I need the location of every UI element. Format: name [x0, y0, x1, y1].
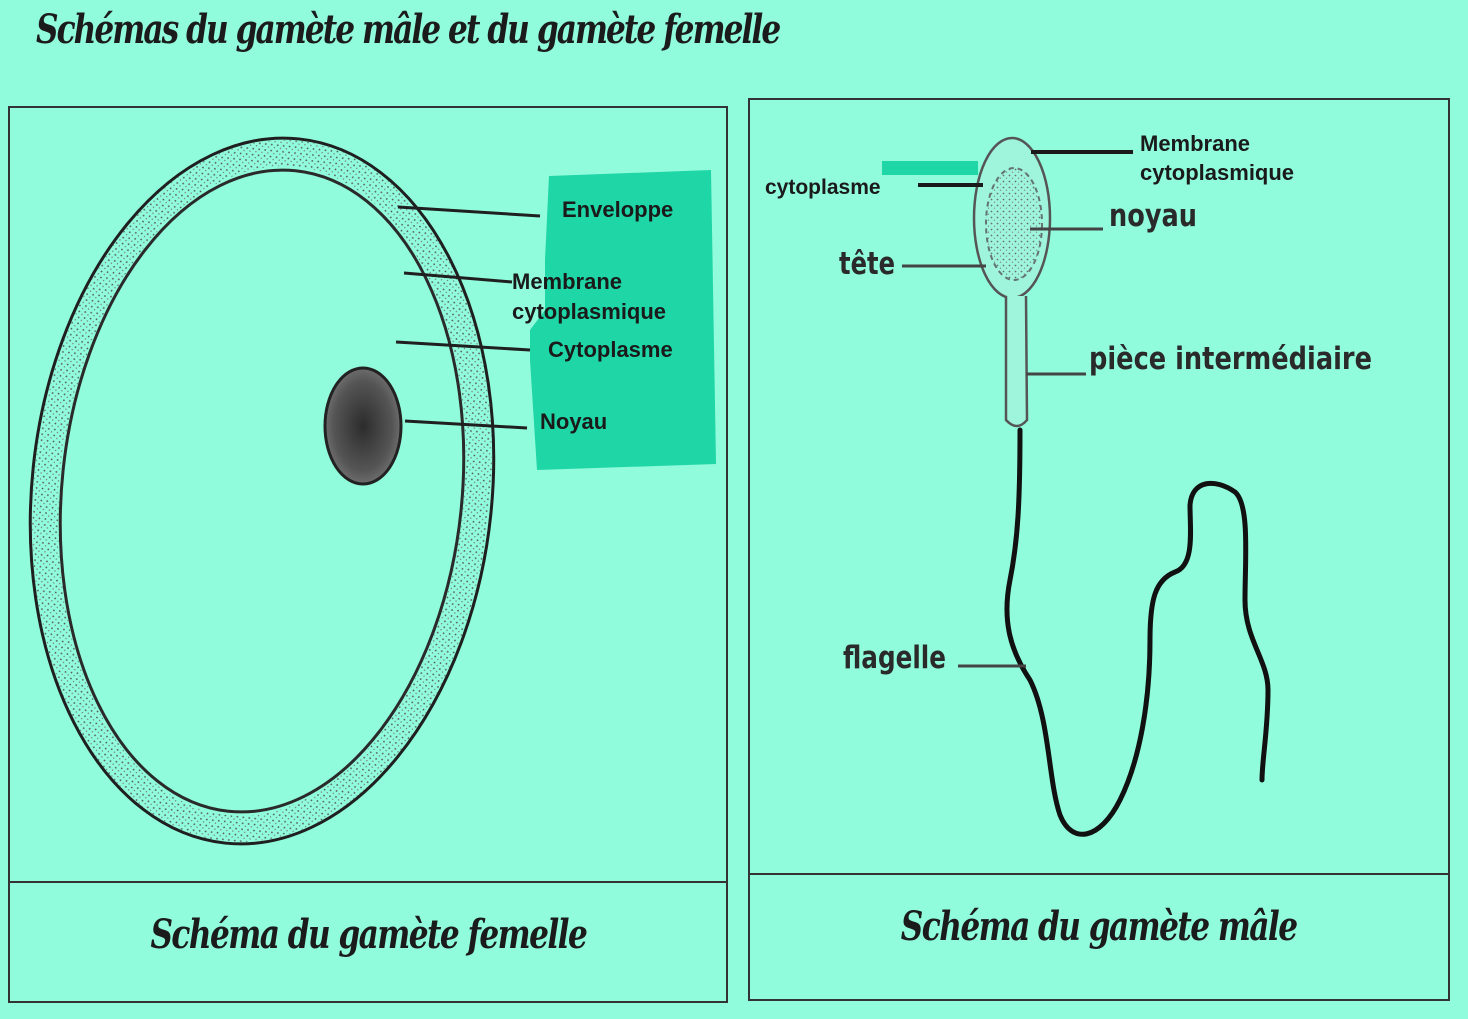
- label-piece-intermediaire: pièce intermédiaire: [1089, 341, 1372, 377]
- label-enveloppe: Enveloppe: [562, 197, 673, 222]
- label-membrane-line1: Membrane: [512, 269, 622, 294]
- male-label-highlight: [882, 161, 978, 175]
- oocyte: [28, 136, 496, 846]
- male-gamete-panel: Schéma du gamète mâle: [748, 98, 1450, 1001]
- label-noyau: Noyau: [540, 409, 607, 434]
- male-caption-row: Schéma du gamète mâle: [750, 873, 1448, 999]
- figure-title: Schémas du gamète mâle et du gamète feme…: [36, 6, 781, 53]
- female-label-highlight: [530, 170, 716, 470]
- male-gamete-caption: Schéma du gamète mâle: [901, 903, 1298, 950]
- sperm-nucleus: [985, 167, 1043, 281]
- enveloppe-leader: [397, 205, 541, 218]
- spermatozoon: [972, 136, 1271, 837]
- noyau-leader: [404, 419, 528, 430]
- label-membrane-line2: cytoplasmique: [512, 299, 666, 324]
- membrane-leader: [403, 271, 513, 284]
- label-tete: tête: [839, 246, 895, 282]
- oocyte-nucleus: [323, 366, 403, 486]
- female-gamete-caption: Schéma du gamète femelle: [150, 911, 587, 958]
- label-membrane-male-line1: Membrane: [1140, 131, 1250, 156]
- sperm-midpiece: [1004, 295, 1029, 428]
- label-membrane-male-line2: cytoplasmique: [1140, 160, 1294, 185]
- oocyte-membrane: [58, 168, 466, 814]
- oocyte-enveloppe-outer: [28, 136, 496, 846]
- female-leader-lines: [395, 205, 541, 430]
- sperm-flagellum: [1004, 427, 1271, 837]
- oocyte-enveloppe-band: [32, 140, 492, 842]
- label-flagelle: flagelle: [843, 640, 946, 676]
- label-cytoplasme: Cytoplasme: [548, 337, 673, 362]
- label-cytoplasme-male: cytoplasme: [765, 176, 881, 199]
- male-leader-lines: [902, 150, 1133, 668]
- cytoplasme-leader: [395, 340, 531, 352]
- label-noyau-male: noyau: [1109, 198, 1197, 234]
- female-caption-row: Schéma du gamète femelle: [10, 881, 726, 1001]
